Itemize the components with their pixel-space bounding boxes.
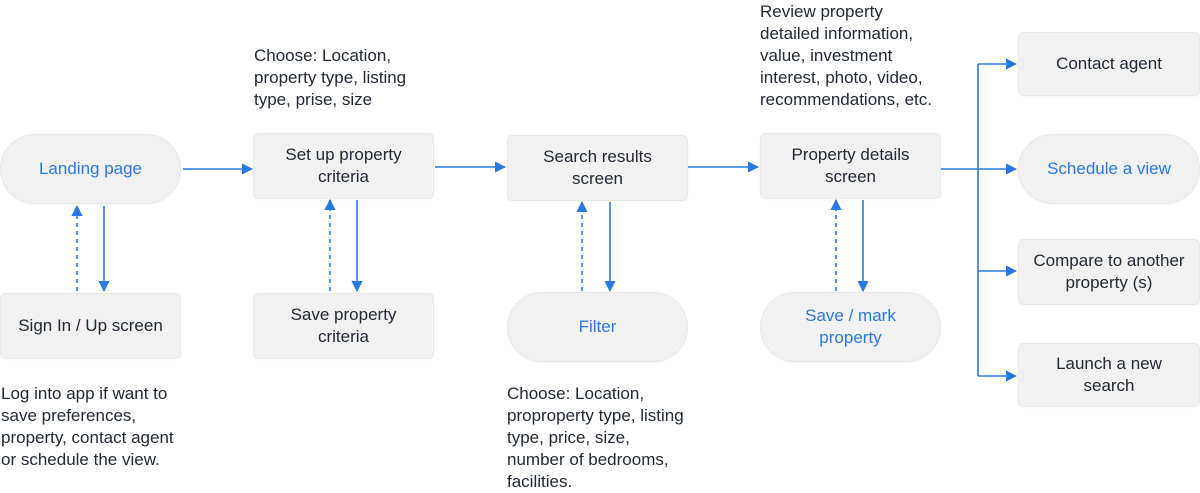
setup-choose-note: Choose: Location, property type, listing… xyxy=(254,46,407,109)
filter-choose-note: Choose: Location, proproperty type, list… xyxy=(507,384,684,491)
filter-node[interactable]: Filter xyxy=(507,292,688,362)
property-details-node[interactable]: Property details screen xyxy=(760,133,941,199)
search-results-node[interactable]: Search results screen xyxy=(507,135,688,201)
save-criteria-label: Save property criteria xyxy=(290,305,397,346)
compare-property-node[interactable]: Compare to another property (s) xyxy=(1018,239,1200,305)
setup-criteria-node[interactable]: Set up property criteria xyxy=(253,133,434,199)
landing-page-label: Landing page xyxy=(38,159,143,178)
sign-in-up-label: Sign In / Up screen xyxy=(18,316,163,335)
signin-note: Log into app if want to save preferences… xyxy=(1,384,174,469)
details-review-note: Review property detailed information, va… xyxy=(760,2,932,109)
compare-property-label: Compare to another property (s) xyxy=(1033,251,1185,292)
search-results-label: Search results screen xyxy=(543,147,652,188)
contact-agent-node[interactable]: Contact agent xyxy=(1018,32,1200,96)
sign-in-up-node[interactable]: Sign In / Up screen xyxy=(0,293,181,359)
launch-new-search-node[interactable]: Launch a new search xyxy=(1018,343,1200,407)
setup-criteria-label: Set up property criteria xyxy=(285,145,402,186)
schedule-view-label: Schedule a view xyxy=(1047,159,1171,178)
schedule-view-node[interactable]: Schedule a view xyxy=(1018,134,1200,204)
filter-label: Filter xyxy=(578,317,617,336)
save-criteria-node[interactable]: Save property criteria xyxy=(253,293,434,359)
save-mark-property-node[interactable]: Save / mark property xyxy=(760,292,941,362)
landing-page-node[interactable]: Landing page xyxy=(0,134,181,204)
save-mark-property-label: Save / mark property xyxy=(805,306,896,347)
contact-agent-label: Contact agent xyxy=(1056,54,1162,73)
launch-new-search-label: Launch a new search xyxy=(1056,354,1162,395)
property-details-label: Property details screen xyxy=(791,145,910,186)
